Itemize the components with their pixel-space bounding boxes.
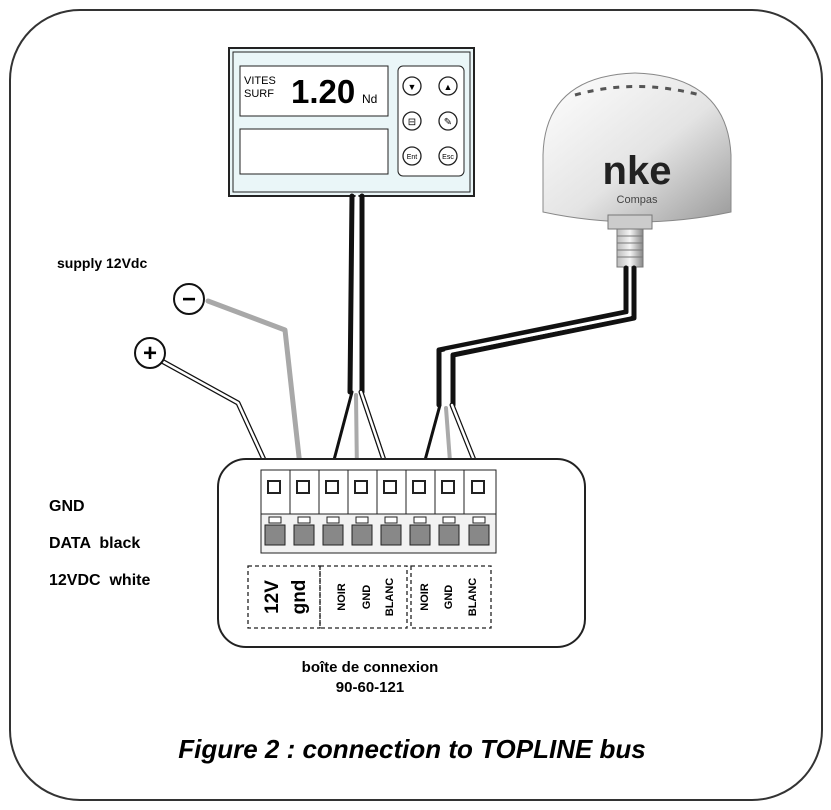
display-value: 1.20 (291, 73, 355, 110)
display-bottom-screen (239, 128, 389, 175)
bus-label-group-1 (319, 565, 408, 629)
ent-icon[interactable]: Ent (402, 146, 422, 166)
svg-text:−: − (182, 286, 196, 313)
power-label-group (247, 565, 321, 629)
svg-text:▲: ▲ (444, 82, 453, 92)
wires (157, 193, 637, 478)
legend-12vdc: 12VDC white (49, 572, 150, 589)
legend-gnd: GND (49, 498, 85, 515)
terminal-label-gnd-2: GND (443, 585, 455, 610)
terminal-label-blanc-1: BLANC (384, 578, 396, 617)
display-mode-line2: SURF (244, 88, 274, 100)
supply-minus-terminal: − (173, 283, 205, 315)
terminal-label-noir-2: NOIR (419, 583, 431, 611)
terminal-label-12v: 12V (262, 580, 283, 614)
terminal-label-gnd: gnd (289, 580, 310, 615)
box-ref: 90-60-121 (336, 679, 404, 696)
page-icon[interactable]: ⊟ (402, 111, 422, 131)
display-unit-label: Nd (362, 92, 377, 106)
terminal-label-noir-1: NOIR (336, 583, 348, 611)
sensor-model: Compas (617, 194, 658, 206)
supply-label: supply 12Vdc (57, 255, 147, 271)
terminal-label-gnd-1: GND (361, 585, 373, 610)
svg-text:⊟: ⊟ (408, 117, 416, 128)
light-icon[interactable]: ✎ (438, 111, 458, 131)
display-top-screen (239, 65, 389, 117)
arrow-up-icon[interactable]: ▲ (438, 76, 458, 96)
terminal-block (260, 469, 497, 554)
svg-text:Ent: Ent (407, 154, 418, 161)
supply-plus-terminal: + (134, 337, 166, 369)
connection-box: 12V gnd NOIR GND BLANC NOIR GND BLANC (217, 458, 586, 648)
bus-label-group-2 (410, 565, 492, 629)
figure-caption: Figure 2 : connection to TOPLINE bus (178, 734, 646, 764)
arrow-down-icon[interactable]: ▼ (402, 76, 422, 96)
display-unit: VITES SURF 1.20 Nd ▼ ▲ ⊟ ✎ Ent Esc (228, 47, 475, 197)
display-mode-line1: VITES (244, 75, 276, 87)
legend-data: DATA black (49, 535, 140, 552)
svg-text:▼: ▼ (408, 82, 417, 92)
esc-icon[interactable]: Esc (438, 146, 458, 166)
svg-text:Esc: Esc (442, 154, 454, 161)
box-name: boîte de connexion (302, 659, 439, 676)
compass-sensor: nke Compas (542, 72, 732, 268)
svg-text:+: + (143, 340, 157, 367)
svg-text:✎: ✎ (444, 117, 452, 128)
terminal-label-blanc-2: BLANC (467, 578, 479, 617)
sensor-brand: nke (603, 149, 672, 193)
